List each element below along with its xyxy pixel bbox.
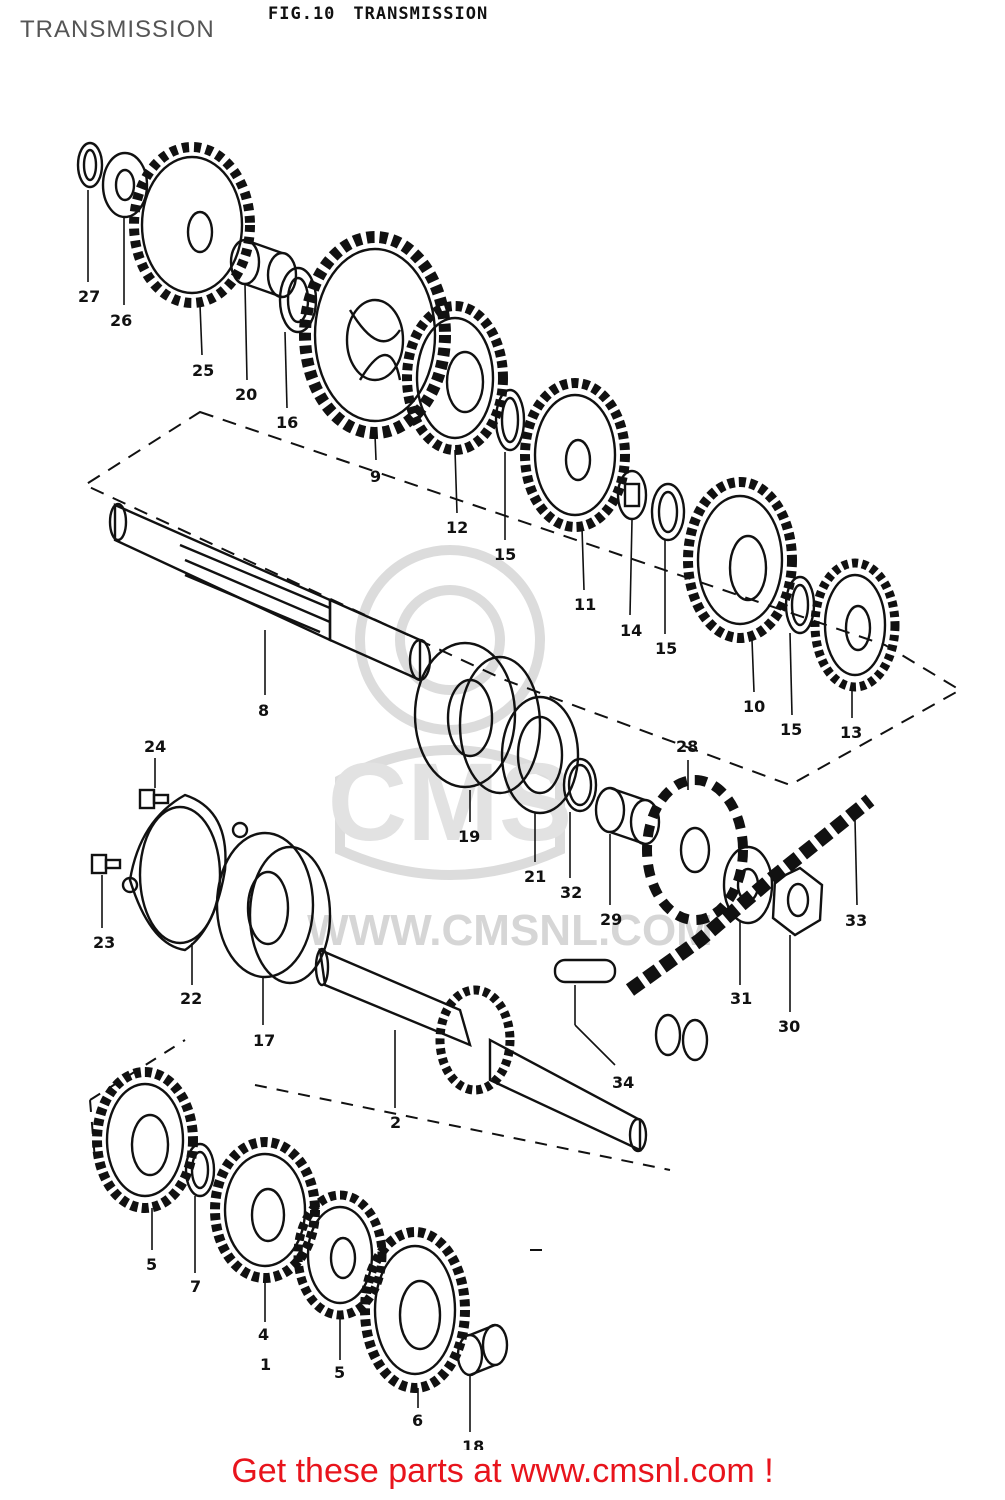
part-33-drive-chain bbox=[625, 794, 875, 996]
figure-name: TRANSMISSION bbox=[353, 4, 489, 24]
part-15-washer-c bbox=[784, 575, 816, 635]
part-13-gear bbox=[810, 558, 900, 692]
callout-1: 1 bbox=[260, 1355, 271, 1374]
callout-2: 2 bbox=[390, 1113, 401, 1132]
part-25-gear bbox=[129, 142, 255, 308]
callout-16: 16 bbox=[276, 413, 298, 432]
footer-link-text[interactable]: Get these parts at www.cmsnl.com ! bbox=[231, 1452, 774, 1490]
callout-5a: 5 bbox=[146, 1255, 157, 1274]
callout-13: 13 bbox=[840, 723, 862, 742]
part-24-bolt bbox=[138, 788, 170, 810]
part-5-gear bbox=[92, 1067, 198, 1213]
callout-5b: 5 bbox=[334, 1363, 345, 1382]
callout-30: 30 bbox=[778, 1017, 800, 1036]
part-6-gear bbox=[360, 1227, 470, 1393]
callout-15c: 15 bbox=[780, 720, 802, 739]
callout-31: 31 bbox=[730, 989, 752, 1008]
leader-lines bbox=[87, 190, 858, 1432]
callout-19: 19 bbox=[458, 827, 480, 846]
callout-7: 7 bbox=[190, 1277, 201, 1296]
part-32-o-ring bbox=[562, 757, 598, 813]
callout-15b: 15 bbox=[655, 639, 677, 658]
callout-10: 10 bbox=[743, 697, 765, 716]
part-15-washer-b bbox=[650, 482, 686, 542]
page-label: TRANSMISSION bbox=[20, 16, 215, 43]
part-17-bearing bbox=[215, 831, 332, 985]
figure-number: FIG.10 bbox=[268, 4, 336, 24]
part-21-oil-seal bbox=[500, 695, 580, 815]
callout-26: 26 bbox=[110, 311, 132, 330]
part-28-sprocket bbox=[642, 775, 748, 925]
callout-33: 33 bbox=[845, 911, 867, 930]
part-30-nut bbox=[771, 866, 824, 937]
part-11-gear bbox=[520, 378, 630, 532]
upper-group-frame bbox=[82, 410, 962, 787]
callout-29: 29 bbox=[600, 910, 622, 929]
callout-8: 8 bbox=[258, 701, 269, 720]
callout-labels: 27 26 25 20 16 9 12 15 11 14 15 10 15 13… bbox=[78, 287, 867, 1450]
part-19-bearing bbox=[413, 641, 542, 795]
part-15-washer bbox=[494, 388, 526, 452]
figure-title: FIG.10 TRANSMISSION bbox=[268, 4, 506, 24]
part-27-circlip bbox=[76, 141, 104, 189]
callout-11: 11 bbox=[574, 595, 596, 614]
part-12-gear bbox=[402, 301, 508, 455]
part-10-gear bbox=[683, 477, 797, 643]
part-23-bolt bbox=[90, 853, 122, 875]
callout-17: 17 bbox=[253, 1031, 275, 1050]
callout-21: 21 bbox=[524, 867, 546, 886]
callout-14: 14 bbox=[620, 621, 642, 640]
part-34-chain-joint bbox=[553, 958, 709, 1062]
callout-15a: 15 bbox=[494, 545, 516, 564]
callout-27: 27 bbox=[78, 287, 100, 306]
callout-23: 23 bbox=[93, 933, 115, 952]
part-14-lockwasher bbox=[616, 469, 648, 521]
callout-9: 9 bbox=[370, 467, 381, 486]
callout-20: 20 bbox=[235, 385, 257, 404]
callout-25: 25 bbox=[192, 361, 214, 380]
part-29-spacer bbox=[594, 786, 661, 846]
exploded-parts-diagram: 27 26 25 20 16 9 12 15 11 14 15 10 15 13… bbox=[76, 141, 962, 1450]
callout-32: 32 bbox=[560, 883, 582, 902]
part-8-countershaft bbox=[108, 502, 432, 682]
callout-4: 4 bbox=[258, 1325, 269, 1344]
part-9-gear bbox=[299, 231, 451, 439]
part-7-washer bbox=[184, 1142, 216, 1198]
lower-group-frame bbox=[89, 1039, 671, 1251]
callout-6: 6 bbox=[412, 1411, 423, 1430]
part-22-bearing-retainer bbox=[121, 793, 249, 952]
callout-12: 12 bbox=[446, 518, 468, 537]
callout-34: 34 bbox=[612, 1073, 634, 1092]
callout-22: 22 bbox=[180, 989, 202, 1008]
callout-24: 24 bbox=[144, 737, 166, 756]
part-2-main-shaft bbox=[314, 947, 648, 1153]
callout-18: 18 bbox=[462, 1437, 484, 1450]
part-20-bushing bbox=[229, 238, 298, 299]
callout-28: 28 bbox=[676, 737, 698, 756]
